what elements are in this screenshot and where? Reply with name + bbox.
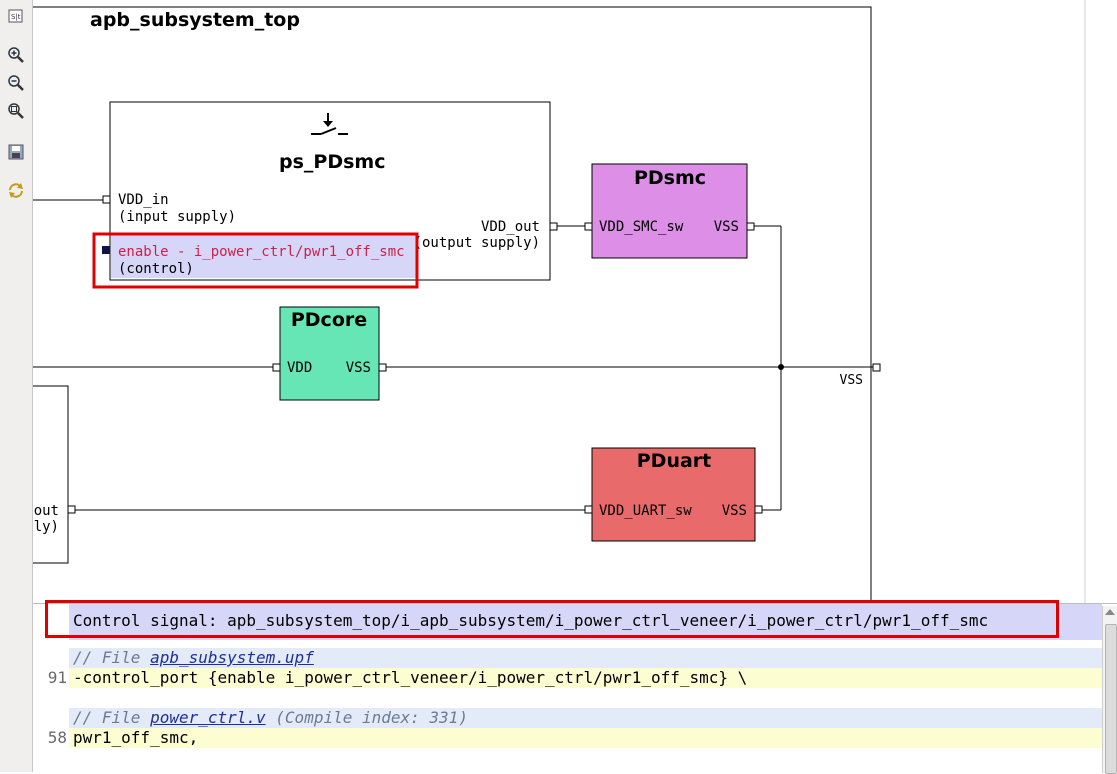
- zoom-fit-icon[interactable]: [7, 102, 25, 120]
- partial-block-port: out: [34, 503, 59, 519]
- pdsmc-port-in: VDD_SMC_sw: [599, 219, 684, 235]
- ref1-code-row[interactable]: -control_port {enable i_power_ctrl_venee…: [69, 668, 1102, 688]
- ref1-code: -control_port {enable i_power_ctrl_venee…: [73, 668, 748, 687]
- input-port-desc: (input supply): [118, 209, 236, 225]
- input-port-label: VDD_in: [118, 192, 169, 208]
- scrollbar-thumb[interactable]: [1105, 624, 1117, 774]
- ref2-comment-suffix: (Compile index: 331): [265, 708, 468, 727]
- ref2-file-link[interactable]: power_ctrl.v: [150, 708, 266, 727]
- pduart-port-out: VSS: [722, 503, 747, 519]
- zoom-in-icon[interactable]: [7, 46, 25, 64]
- ref1-line-number: 91: [47, 668, 67, 687]
- refresh-icon[interactable]: [7, 181, 25, 199]
- input-port-connector: [102, 195, 111, 204]
- ref1-comment-row: // File apb_subsystem.upf: [69, 648, 1102, 668]
- power-switch-icon: [311, 113, 348, 135]
- control-signal-highlight-frame: [45, 600, 1059, 638]
- svg-text:S|t: S|t: [11, 13, 21, 21]
- ref2-comment-prefix: // File: [73, 708, 151, 727]
- pduart-port-in: VDD_UART_sw: [599, 503, 692, 519]
- pdcore-name: PDcore: [291, 309, 367, 331]
- zoom-out-icon[interactable]: [7, 74, 25, 92]
- vss-net: [386, 225, 881, 511]
- pdsmc-port-out: VSS: [714, 219, 739, 235]
- control-port-connector: [102, 246, 110, 254]
- top-container-box: [33, 6, 872, 603]
- ref1-comment-prefix: // File: [73, 648, 151, 667]
- control-port-desc: (control): [118, 261, 194, 277]
- control-port-highlight-bg: [111, 235, 416, 278]
- output-port-connector: [549, 222, 558, 231]
- ref2-code: pwr1_off_smc,: [73, 728, 199, 747]
- details-pane: Control signal: apb_subsystem_top/i_apb_…: [33, 600, 1117, 774]
- control-signal-bg: [69, 604, 1102, 640]
- ref2-code-row[interactable]: pwr1_off_smc,: [69, 728, 1102, 748]
- pdcore-block[interactable]: PDcore VDD VSS: [272, 306, 387, 401]
- pdcore-port-in: VDD: [287, 360, 312, 376]
- top-container-title: apb_subsystem_top: [90, 9, 300, 31]
- ref2-comment-row: // File power_ctrl.v (Compile index: 331…: [69, 708, 1102, 728]
- save-icon[interactable]: [7, 143, 25, 161]
- power-switch-block[interactable]: ps_PDsmc VDD_in (input supply) enable - …: [102, 101, 558, 281]
- power-switch-name: ps_PDsmc: [279, 151, 385, 173]
- ref2-line-number: 58: [47, 728, 67, 747]
- pduart-block[interactable]: PDuart VDD_UART_sw VSS: [584, 447, 763, 542]
- partial-block[interactable]: out ly): [33, 385, 76, 564]
- pdsmc-name: PDsmc: [634, 167, 706, 189]
- pdcore-port-out: VSS: [346, 360, 371, 376]
- scroll-up-icon[interactable]: [1105, 609, 1115, 615]
- vss-port-label: VSS: [840, 373, 863, 388]
- partial-block-desc: ly): [34, 519, 59, 535]
- control-port-label: enable - i_power_ctrl/pwr1_off_smc: [118, 244, 405, 260]
- control-port-highlight-frame: [92, 232, 419, 289]
- pdsmc-block[interactable]: PDsmc VDD_SMC_sw VSS: [584, 163, 755, 259]
- output-port-desc: (output supply): [414, 235, 540, 251]
- pduart-name: PDuart: [637, 450, 712, 472]
- ref1-file-link[interactable]: apb_subsystem.upf: [150, 648, 314, 667]
- schematic-canvas[interactable]: apb_subsystem_top ps_PDsmc VDD_in (input…: [33, 0, 1117, 603]
- control-signal-text: Control signal: apb_subsystem_top/i_apb_…: [73, 611, 989, 630]
- details-scrollbar[interactable]: [1102, 606, 1117, 774]
- diagram-toolbar: S|t: [0, 0, 33, 772]
- fit-view-icon[interactable]: S|t: [7, 7, 25, 25]
- output-port-label: VDD_out: [481, 219, 540, 235]
